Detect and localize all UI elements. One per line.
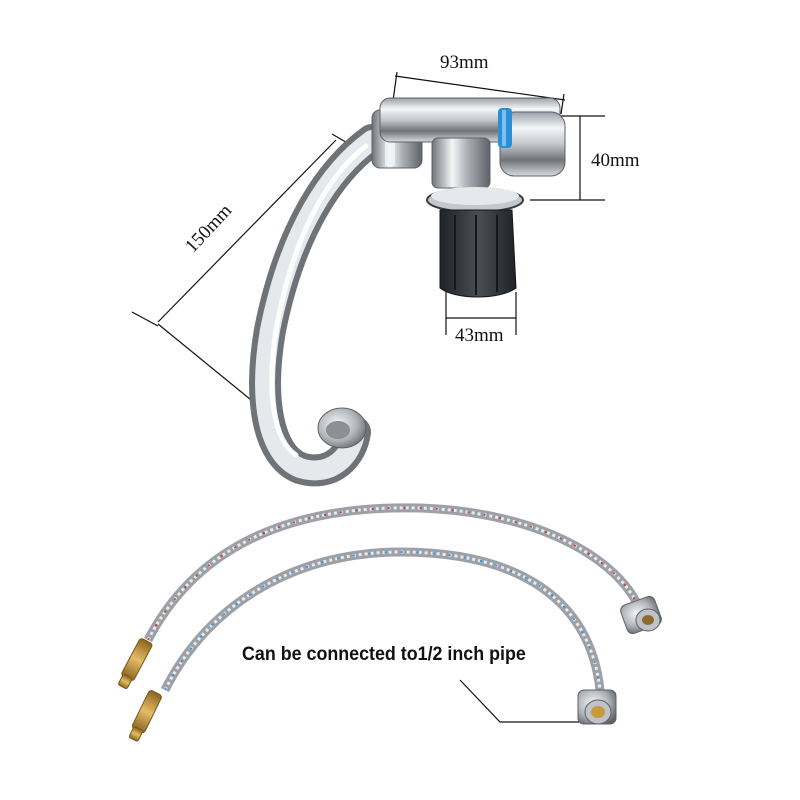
hose-caption: Can be connected to1/2 inch pipe	[242, 644, 526, 665]
faucet	[249, 97, 566, 487]
dimension-lines	[131, 71, 605, 723]
height-dimension-label: 40mm	[591, 150, 640, 171]
braided-hoses	[118, 503, 662, 742]
width-dimension-label: 93mm	[440, 52, 489, 73]
base-dimension-label: 43mm	[455, 325, 504, 346]
